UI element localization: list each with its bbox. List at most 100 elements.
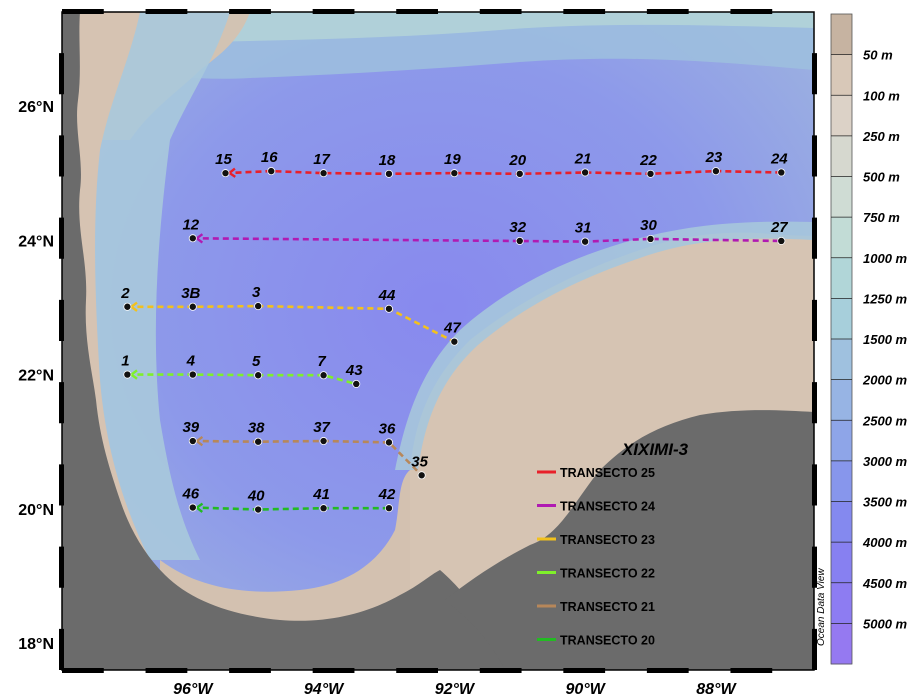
- colorbar-label: 500 m: [863, 170, 900, 185]
- station-marker[interactable]: [777, 168, 786, 177]
- legend-label: TRANSECTO 20: [560, 634, 655, 648]
- colorbar-label: 4000 m: [862, 535, 908, 550]
- frame-tick-top: [479, 9, 522, 14]
- station-label: 5: [252, 353, 261, 370]
- station-marker[interactable]: [450, 169, 459, 178]
- colorbar-label: 250 m: [862, 129, 900, 144]
- frame-tick-right: [812, 53, 817, 95]
- colorbar-segment: [831, 420, 852, 462]
- frame-tick-bottom: [646, 668, 689, 673]
- station-label: 43: [345, 362, 363, 379]
- station-marker[interactable]: [254, 371, 263, 380]
- station-marker[interactable]: [188, 234, 197, 243]
- station-label: 44: [378, 287, 396, 304]
- frame-tick-right: [812, 546, 817, 588]
- lon-tick-label: 92°W: [435, 681, 476, 698]
- legend-label: TRANSECTO 23: [560, 533, 655, 547]
- frame-tick-top: [229, 9, 271, 14]
- station-marker[interactable]: [123, 302, 132, 311]
- station-marker[interactable]: [221, 169, 230, 178]
- station-marker[interactable]: [254, 505, 263, 514]
- station-marker[interactable]: [319, 371, 328, 380]
- frame-tick-right: [812, 464, 817, 506]
- colorbar-segment: [831, 95, 852, 137]
- station-marker[interactable]: [711, 167, 720, 176]
- station-label: 22: [639, 152, 657, 169]
- frame-tick-left: [59, 53, 64, 95]
- station-marker[interactable]: [188, 370, 197, 379]
- station-marker[interactable]: [384, 304, 393, 313]
- colorbar-label: 50 m: [863, 48, 893, 63]
- station-label: 7: [317, 353, 326, 370]
- station-marker[interactable]: [188, 437, 197, 446]
- ocean-data-view-watermark: Ocean Data View: [816, 568, 827, 646]
- station-label: 15: [215, 151, 232, 168]
- station-marker[interactable]: [384, 504, 393, 513]
- legend-label: TRANSECTO 22: [560, 567, 655, 581]
- station-label: 4: [186, 353, 196, 370]
- colorbar-label: 750 m: [863, 210, 900, 225]
- colorbar-label: 2500 m: [862, 413, 908, 428]
- lat-tick-label: 20°N: [18, 502, 54, 519]
- frame-tick-left: [59, 464, 64, 506]
- station-label: 31: [575, 220, 592, 237]
- station-label: 36: [379, 420, 396, 437]
- station-marker[interactable]: [384, 169, 393, 178]
- colorbar-segment: [831, 460, 852, 502]
- colorbar-segment: [831, 298, 852, 340]
- station-marker[interactable]: [319, 437, 328, 446]
- station-label: 16: [261, 149, 278, 166]
- station-marker[interactable]: [254, 302, 263, 311]
- station-marker[interactable]: [188, 503, 197, 512]
- station-label: 19: [444, 151, 461, 168]
- station-marker[interactable]: [450, 337, 459, 346]
- station-label: 1: [121, 353, 129, 370]
- station-label: 38: [248, 420, 265, 437]
- frame-tick-right: [812, 217, 817, 259]
- frame-tick-left: [59, 135, 64, 177]
- colorbar-label: 1000 m: [863, 251, 908, 266]
- colorbar-segment: [831, 217, 852, 259]
- station-marker[interactable]: [777, 236, 786, 245]
- colorbar-label: 5000 m: [863, 616, 908, 631]
- station-marker[interactable]: [515, 169, 524, 178]
- station-marker[interactable]: [254, 437, 263, 446]
- station-label: 23: [705, 149, 723, 166]
- lon-tick-label: 96°W: [173, 681, 214, 698]
- lon-tick-label: 90°W: [565, 681, 606, 698]
- station-label: 17: [313, 151, 330, 168]
- frame-tick-bottom: [62, 668, 104, 673]
- legend-label: TRANSECTO 21: [560, 600, 655, 614]
- lon-tick-label: 88°W: [696, 681, 737, 698]
- station-marker[interactable]: [384, 438, 393, 447]
- station-marker[interactable]: [417, 471, 426, 480]
- colorbar-segment: [831, 379, 852, 421]
- frame-tick-top: [646, 9, 689, 14]
- station-marker[interactable]: [581, 168, 590, 177]
- colorbar-label: 1250 m: [863, 291, 908, 306]
- colorbar-label: 4500 m: [862, 576, 908, 591]
- frame-tick-right: [812, 628, 817, 670]
- colorbar-segment: [831, 582, 852, 624]
- frame-tick-left: [59, 546, 64, 588]
- legend-label: TRANSECTO 24: [560, 500, 655, 514]
- station-marker[interactable]: [319, 169, 328, 178]
- station-marker[interactable]: [319, 504, 328, 513]
- station-marker[interactable]: [646, 169, 655, 178]
- station-marker[interactable]: [352, 379, 361, 388]
- colorbar-segment: [831, 501, 852, 543]
- station-marker[interactable]: [581, 237, 590, 246]
- station-marker[interactable]: [123, 370, 132, 379]
- frame-tick-bottom: [312, 668, 355, 673]
- station-marker[interactable]: [646, 234, 655, 243]
- station-marker[interactable]: [188, 302, 197, 311]
- frame-tick-bottom: [563, 668, 606, 673]
- colorbar-segment: [831, 135, 852, 177]
- frame-tick-left: [59, 299, 64, 341]
- station-marker[interactable]: [515, 236, 524, 245]
- station-label: 37: [313, 419, 330, 436]
- station-marker[interactable]: [267, 167, 276, 176]
